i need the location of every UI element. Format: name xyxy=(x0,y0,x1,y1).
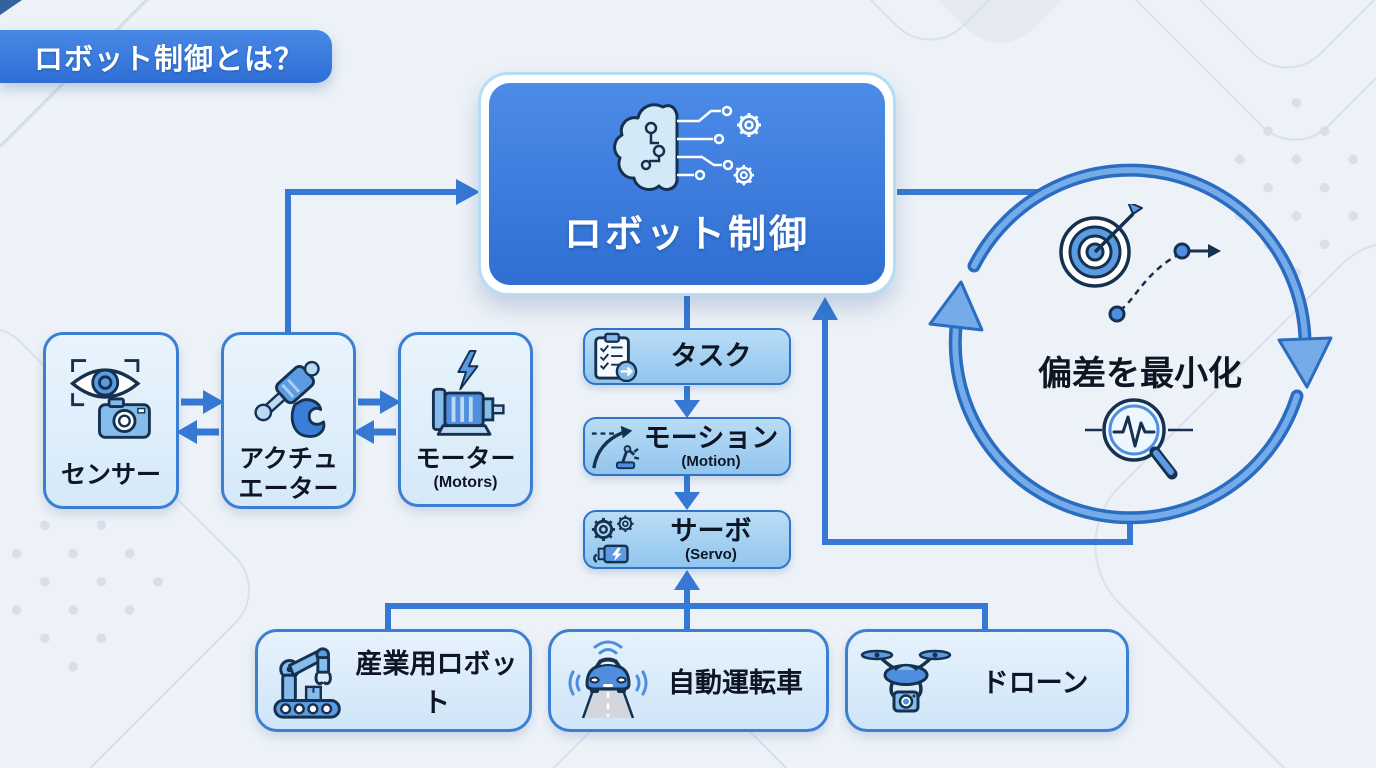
vision-sensor-icon xyxy=(69,359,151,439)
autonomous-car-label: 自動運転車 xyxy=(668,668,803,698)
industrial-robot-icon xyxy=(273,646,341,719)
controller-box: ロボット制御 xyxy=(478,72,896,296)
servo-sublabel: (Servo) xyxy=(685,545,737,563)
actuator-muscle-icon xyxy=(253,360,325,438)
drone-label: ドローン xyxy=(981,668,1089,698)
title-badge-label: ロボット制御とは？ xyxy=(34,43,305,76)
drone-box: ドローン xyxy=(845,629,1129,732)
actuator-label: アクチュ エーター xyxy=(238,445,339,503)
loop-arrowhead-up xyxy=(928,280,984,332)
connector-motion-to-servo xyxy=(674,476,700,510)
task-box: タスク xyxy=(583,328,791,385)
industrial-robot-box: 産業用ロボット xyxy=(255,629,532,732)
controller-label: ロボット制御 xyxy=(563,214,810,256)
servo-gears-icon xyxy=(590,513,635,563)
motor-sublabel: (Motors) xyxy=(433,474,498,491)
motion-path-icon xyxy=(591,425,640,469)
motor-label: モーター xyxy=(415,444,516,473)
gear-icon xyxy=(732,163,756,187)
connector-applications-bus xyxy=(385,570,988,632)
drone-icon xyxy=(860,649,952,712)
connector-loop-feedback xyxy=(812,297,1133,545)
brain-circuit-icon xyxy=(613,103,763,191)
gear-icon xyxy=(615,513,635,533)
electric-motor-icon xyxy=(431,349,505,436)
sensor-label: センサー xyxy=(60,460,161,489)
motion-label: モーション xyxy=(643,423,779,454)
autonomous-car-icon xyxy=(568,640,648,718)
title-badge: ロボット制御とは？ xyxy=(0,30,332,83)
motor-box: モーター (Motors) xyxy=(398,332,533,507)
autonomous-car-box: 自動運転車 xyxy=(548,629,829,732)
industrial-robot-label: 産業用ロボット xyxy=(355,648,518,718)
motion-box: モーション (Motion) xyxy=(583,417,791,476)
target-dart-icon xyxy=(1059,204,1221,323)
connector-actuator-motor xyxy=(353,390,401,444)
gear-icon xyxy=(735,111,763,139)
connector-task-to-motion xyxy=(674,386,700,418)
sensor-box: センサー xyxy=(43,332,179,509)
connector-actuator-to-controller xyxy=(285,179,480,333)
task-label: タスク xyxy=(670,341,752,372)
loop-caption: 偏差を最小化 xyxy=(1038,355,1242,393)
connector-sensor-actuator xyxy=(176,390,224,444)
loop-arrowhead-down xyxy=(1277,336,1333,389)
actuator-box: アクチュ エーター xyxy=(221,332,356,509)
motion-sublabel: (Motion) xyxy=(681,452,741,470)
servo-box: サーボ (Servo) xyxy=(583,510,791,569)
task-checklist-icon xyxy=(594,332,638,382)
servo-label: サーボ xyxy=(670,516,752,547)
gear-icon xyxy=(590,515,617,542)
magnifier-waveform-icon xyxy=(1085,398,1193,480)
